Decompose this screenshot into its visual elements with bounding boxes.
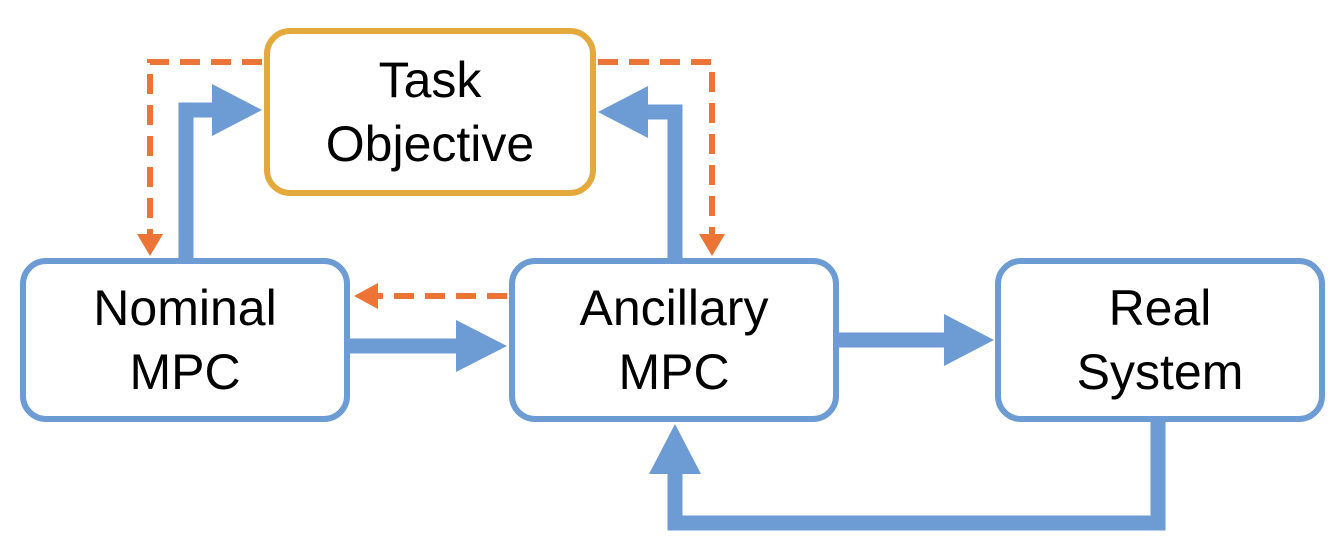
node-label-line2: MPC	[618, 344, 730, 400]
real-system-box: Real System	[995, 258, 1325, 422]
edge-line	[598, 59, 715, 240]
task-objective-box: Task Objective	[264, 28, 596, 196]
node-label-line2: Objective	[325, 116, 535, 172]
node-label-line1: Ancillary	[579, 280, 769, 336]
node-label-line1: Real	[1108, 280, 1212, 336]
edge-ancillary-to-task	[598, 86, 683, 258]
edge-arrowhead	[137, 234, 163, 256]
edge-arrowhead	[699, 234, 725, 256]
edge-nominal-to-task	[178, 84, 262, 258]
edge-line	[638, 104, 683, 258]
edge-ancillary-to-real	[839, 314, 994, 366]
edge-arrowhead	[649, 424, 701, 474]
edge-arrowhead	[456, 320, 507, 372]
node-label-line2: System	[1076, 344, 1244, 400]
edge-line	[147, 59, 262, 240]
edge-line	[178, 102, 222, 258]
edge-ancillary-to-nominal-dashed	[354, 283, 507, 309]
ancillary-mpc-box: Ancillary MPC	[509, 258, 839, 422]
edge-line	[667, 422, 1166, 531]
edge-nominal-to-ancillary	[350, 320, 507, 372]
edge-task-to-nominal-dashed	[137, 59, 262, 256]
edge-arrowhead	[212, 84, 262, 136]
edge-task-to-ancillary-dashed	[598, 59, 725, 256]
node-label-line2: MPC	[129, 344, 241, 400]
node-label-line1: Task	[378, 52, 482, 108]
edge-arrowhead	[944, 314, 994, 366]
edge-arrowhead	[598, 86, 648, 138]
edge-real-to-ancillary-feedback	[649, 422, 1166, 531]
edge-arrowhead	[354, 283, 378, 309]
node-label-line1: Nominal	[93, 280, 277, 336]
nominal-mpc-box: Nominal MPC	[20, 258, 350, 422]
